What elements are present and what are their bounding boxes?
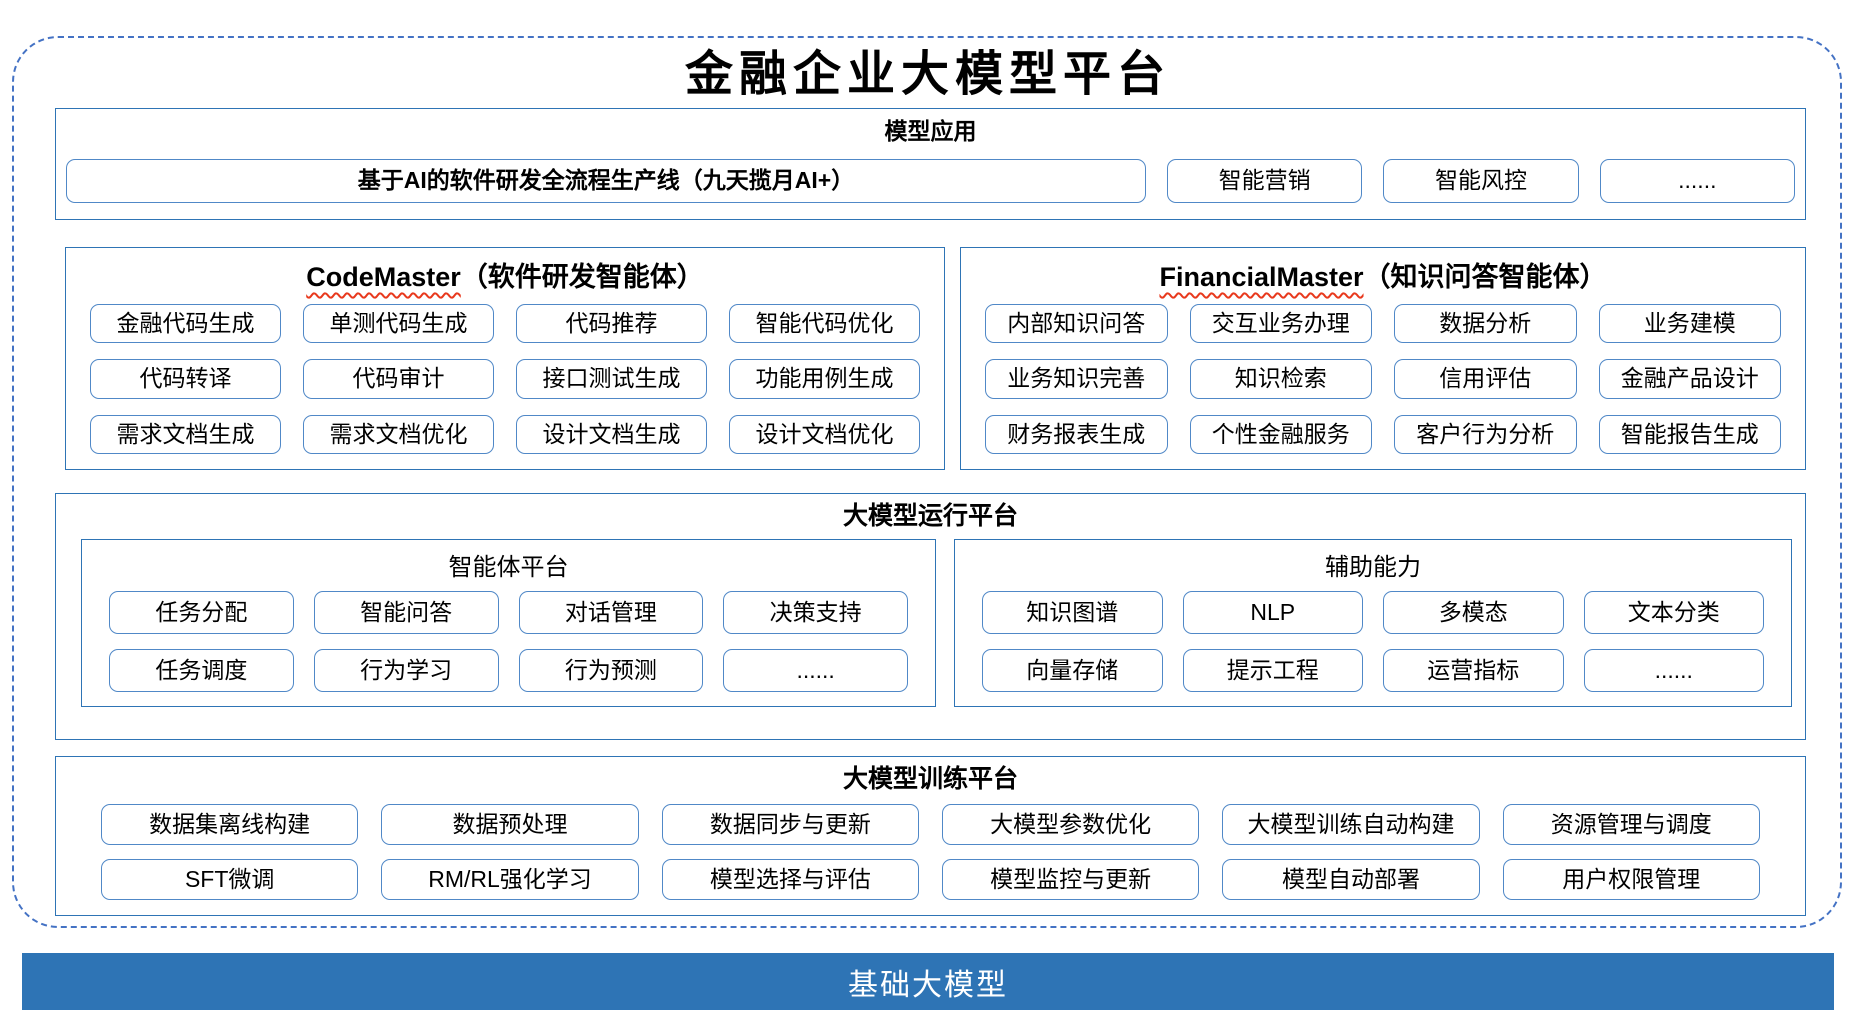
codemaster-rows: 金融代码生成 单测代码生成 代码推荐 智能代码优化 代码转译 代码审计 接口测试… [90, 304, 920, 454]
capability-box: 大模型参数优化 [941, 804, 1200, 845]
capability-box: 运营指标 [1383, 649, 1564, 692]
codemaster-row-3: 需求文档生成 需求文档优化 设计文档生成 设计文档优化 [90, 414, 920, 454]
capability-box: 行为预测 [518, 649, 704, 692]
financialmaster-title-en: FinancialMaster [1159, 262, 1364, 292]
financialmaster-panel: FinancialMaster（知识问答智能体） 内部知识问答 交互业务办理 数… [960, 247, 1806, 470]
capability-box: 个性金融服务 [1189, 414, 1372, 454]
foundation-model-label: 基础大模型 [848, 968, 1008, 1002]
capability-box: 内部知识问答 [985, 304, 1168, 344]
financialmaster-title: FinancialMaster（知识问答智能体） [985, 255, 1781, 294]
capability-box: 智能问答 [313, 591, 499, 634]
training-row-1: 数据集离线构建 数据预处理 数据同步与更新 大模型参数优化 大模型训练自动构建 … [101, 804, 1760, 845]
model-app-row: 基于AI的软件研发全流程生产线（九天揽月AI+） 智能营销 智能风控 .....… [56, 146, 1805, 203]
capability-box: 任务分配 [109, 591, 294, 634]
capability-box: 接口测试生成 [516, 359, 707, 399]
capability-box: 模型监控与更新 [941, 859, 1200, 900]
aux-capability-panel: 辅助能力 知识图谱 NLP 多模态 文本分类 向量存储 提示工程 运营指标 ..… [954, 539, 1792, 707]
capability-box: 决策支持 [723, 591, 908, 634]
capability-box: 设计文档优化 [729, 414, 920, 454]
training-section: 大模型训练平台 数据集离线构建 数据预处理 数据同步与更新 大模型参数优化 大模… [55, 756, 1806, 916]
capability-box: 大模型训练自动构建 [1222, 804, 1480, 845]
foundation-model-bar: 基础大模型 [22, 953, 1834, 1010]
capability-box: 需求文档生成 [90, 414, 281, 454]
model-app-header: 模型应用 [884, 118, 977, 144]
app-box-ellipsis: ...... [1599, 159, 1795, 203]
capability-box: RM/RL强化学习 [381, 859, 639, 900]
training-header: 大模型训练平台 [842, 765, 1018, 793]
codemaster-title-cn: （软件研发智能体） [460, 262, 704, 292]
capability-box: 资源管理与调度 [1502, 804, 1760, 845]
capability-box: SFT微调 [101, 859, 359, 900]
agent-platform-panel: 智能体平台 任务分配 智能问答 对话管理 决策支持 任务调度 行为学习 行为预测… [81, 539, 936, 707]
financialmaster-row-2: 业务知识完善 知识检索 信用评估 金融产品设计 [985, 359, 1781, 399]
agent-platform-title: 智能体平台 [448, 554, 569, 581]
capability-box: 金融产品设计 [1598, 359, 1781, 399]
financialmaster-title-cn: （知识问答智能体） [1363, 262, 1607, 292]
capability-box: 设计文档生成 [516, 414, 707, 454]
codemaster-title: CodeMaster（软件研发智能体） [90, 255, 920, 294]
capability-box: 文本分类 [1583, 591, 1764, 634]
capability-box: 业务知识完善 [985, 359, 1168, 399]
aux-row-2: 向量存储 提示工程 运营指标 ...... [982, 649, 1764, 692]
financialmaster-row-1: 内部知识问答 交互业务办理 数据分析 业务建模 [985, 304, 1781, 344]
aux-row-1: 知识图谱 NLP 多模态 文本分类 [982, 591, 1764, 634]
capability-box: ...... [1583, 649, 1764, 692]
financialmaster-rows: 内部知识问答 交互业务办理 数据分析 业务建模 业务知识完善 知识检索 信用评估… [985, 304, 1781, 454]
capability-box: 知识图谱 [982, 591, 1163, 634]
capability-box: 代码审计 [303, 359, 494, 399]
capability-box: 多模态 [1383, 591, 1564, 634]
runtime-section: 大模型运行平台 智能体平台 任务分配 智能问答 对话管理 决策支持 任务调度 行… [55, 493, 1806, 740]
aux-capability-title: 辅助能力 [1325, 554, 1421, 581]
capability-box: 数据集离线构建 [101, 804, 359, 845]
capability-box: 单测代码生成 [303, 304, 494, 344]
agent-platform-row-2: 任务调度 行为学习 行为预测 ...... [109, 649, 908, 692]
capability-box: 金融代码生成 [90, 304, 281, 344]
capability-box: 向量存储 [982, 649, 1163, 692]
capability-box: 用户权限管理 [1502, 859, 1760, 900]
capability-box: 智能报告生成 [1598, 414, 1781, 454]
capability-box: 客户行为分析 [1394, 414, 1577, 454]
training-rows: 数据集离线构建 数据预处理 数据同步与更新 大模型参数优化 大模型训练自动构建 … [56, 794, 1805, 915]
capability-box: 智能代码优化 [729, 304, 920, 344]
financialmaster-row-3: 财务报表生成 个性金融服务 客户行为分析 智能报告生成 [985, 414, 1781, 454]
app-box-risk-control: 智能风控 [1383, 159, 1579, 203]
agent-platform-row-1: 任务分配 智能问答 对话管理 决策支持 [109, 591, 908, 634]
codemaster-panel: CodeMaster（软件研发智能体） 金融代码生成 单测代码生成 代码推荐 智… [65, 247, 945, 470]
capability-box: 信用评估 [1394, 359, 1577, 399]
agent-platform-rows: 任务分配 智能问答 对话管理 决策支持 任务调度 行为学习 行为预测 .....… [109, 591, 908, 692]
codemaster-row-1: 金融代码生成 单测代码生成 代码推荐 智能代码优化 [90, 304, 920, 344]
capability-box: 知识检索 [1189, 359, 1372, 399]
aux-capability-rows: 知识图谱 NLP 多模态 文本分类 向量存储 提示工程 运营指标 ...... [982, 591, 1764, 692]
app-box-ai-pipeline: 基于AI的软件研发全流程生产线（九天揽月AI+） [66, 159, 1146, 203]
capability-box: 功能用例生成 [729, 359, 920, 399]
runtime-header: 大模型运行平台 [842, 502, 1018, 530]
capability-box: NLP [1182, 591, 1363, 634]
codemaster-row-2: 代码转译 代码审计 接口测试生成 功能用例生成 [90, 359, 920, 399]
page-title: 金融企业大模型平台 [684, 46, 1171, 102]
capability-box: 数据预处理 [381, 804, 639, 845]
capability-box: 任务调度 [109, 649, 294, 692]
capability-box: 模型自动部署 [1222, 859, 1480, 900]
capability-box: 模型选择与评估 [661, 859, 919, 900]
capability-box: 需求文档优化 [303, 414, 494, 454]
codemaster-title-en: CodeMaster [306, 262, 461, 292]
app-box-marketing: 智能营销 [1167, 159, 1363, 203]
capability-box: 业务建模 [1598, 304, 1781, 344]
capability-box: 行为学习 [313, 649, 499, 692]
outer-dashed-frame [12, 36, 1842, 928]
capability-box: 对话管理 [518, 591, 704, 634]
capability-box: 提示工程 [1182, 649, 1363, 692]
capability-box: 交互业务办理 [1189, 304, 1372, 344]
model-app-section: 模型应用 基于AI的软件研发全流程生产线（九天揽月AI+） 智能营销 智能风控 … [55, 108, 1806, 220]
capability-box: 代码推荐 [516, 304, 707, 344]
capability-box: 数据同步与更新 [661, 804, 919, 845]
training-row-2: SFT微调 RM/RL强化学习 模型选择与评估 模型监控与更新 模型自动部署 用… [101, 859, 1760, 900]
capability-box: 数据分析 [1394, 304, 1577, 344]
capability-box: ...... [723, 649, 908, 692]
capability-box: 财务报表生成 [985, 414, 1168, 454]
capability-box: 代码转译 [90, 359, 281, 399]
